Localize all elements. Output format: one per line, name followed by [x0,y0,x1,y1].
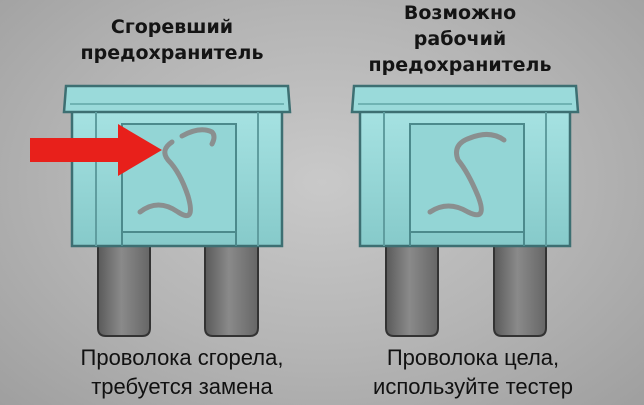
blown-fuse-caption: Проволока сгорела, требуется замена [52,343,312,401]
fuse-cap [350,84,580,114]
right-terminal [204,245,259,337]
working-fuse-caption: Проволока цела, используйте тестер [358,343,588,401]
arrow-icon [30,124,162,176]
intact-wire [427,132,507,218]
left-terminal [97,245,151,337]
heading-line: Сгоревший [110,16,234,38]
heading-line: предохранитель [80,42,264,64]
caption-line: Проволока сгорела, [80,345,284,370]
heading-line: рабочий [413,28,507,50]
heading-line: Возможно [403,2,517,24]
left-terminal [385,245,439,337]
blown-fuse [62,84,292,337]
working-fuse [350,84,580,337]
caption-line: требуется замена [91,374,273,399]
broken-wire [137,139,193,218]
caption-line: используйте тестер [373,374,573,399]
blown-fuse-heading: Сгоревший предохранитель [62,14,282,66]
fuse-cap [62,84,292,114]
heading-line: предохранитель [368,54,552,76]
right-terminal [493,245,547,337]
caption-line: Проволока цела, [386,345,560,370]
working-fuse-heading: Возможно рабочий предохранитель [345,0,575,78]
